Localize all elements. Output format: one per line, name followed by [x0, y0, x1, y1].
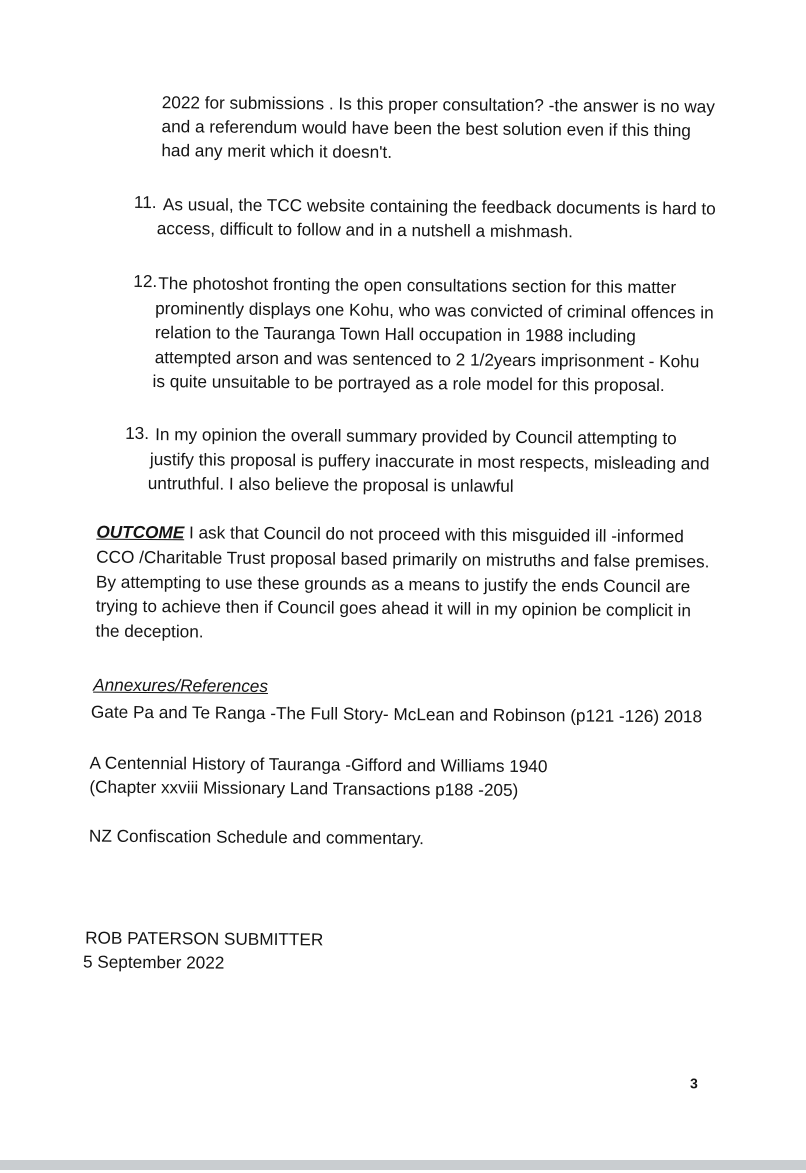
reference-3: NZ Confiscation Schedule and commentary. [88, 825, 425, 849]
item-12-line: relation to the Tauranga Town Hall occup… [154, 322, 636, 346]
annexures-heading: Annexures/References [93, 674, 269, 696]
outcome-first-text: I ask that Council do not proceed with t… [184, 522, 684, 547]
item-13-line: In my opinion the overall summary provid… [155, 424, 677, 449]
item-11-number: 11. [133, 191, 157, 213]
para-line: 2022 for submissions . Is this proper co… [161, 92, 715, 117]
outcome-line: trying to achieve then if Council goes a… [95, 595, 692, 621]
reference-2b: (Chapter xxviii Missionary Land Transact… [89, 776, 519, 800]
submitter-name: ROB PATERSON SUBMITTER [85, 927, 324, 950]
item-13-number: 13. [125, 422, 150, 444]
item-11-line: As usual, the TCC website containing the… [162, 194, 716, 219]
scan-edge [0, 1160, 806, 1170]
item-12-line: is quite unsuitable to be portrayed as a… [152, 371, 665, 396]
reference-1: Gate Pa and Te Ranga -The Full Story- Mc… [90, 701, 703, 727]
item-13-line: untruthful. I also believe the proposal … [147, 473, 514, 496]
outcome-label: OUTCOME [96, 521, 185, 543]
reference-2a: A Centennial History of Tauranga -Giffor… [89, 752, 548, 777]
item-12-line: attempted arson and was sentenced to 2 1… [154, 347, 700, 372]
submission-date: 5 September 2022 [82, 951, 225, 973]
para-line: had any merit which it doesn't. [161, 140, 393, 162]
item-13-line: justify this proposal is puffery inaccur… [149, 449, 710, 474]
outcome-line: CCO /Charitable Trust proposal based pri… [96, 546, 710, 572]
outcome-line: By attempting to use these grounds as a … [95, 571, 691, 597]
outcome-line: the deception. [95, 620, 204, 642]
item-12-line: prominently displays one Kohu, who was c… [155, 298, 714, 323]
outcome-first-line: OUTCOME I ask that Council do not procee… [96, 521, 684, 548]
item-12-line: The photoshot fronting the open consulta… [158, 273, 677, 298]
page-number: 3 [689, 1075, 698, 1092]
item-11-line: access, difficult to follow and in a nut… [156, 218, 574, 242]
para-line: and a referendum would have been the bes… [161, 116, 691, 141]
item-12-number: 12. [133, 270, 158, 292]
